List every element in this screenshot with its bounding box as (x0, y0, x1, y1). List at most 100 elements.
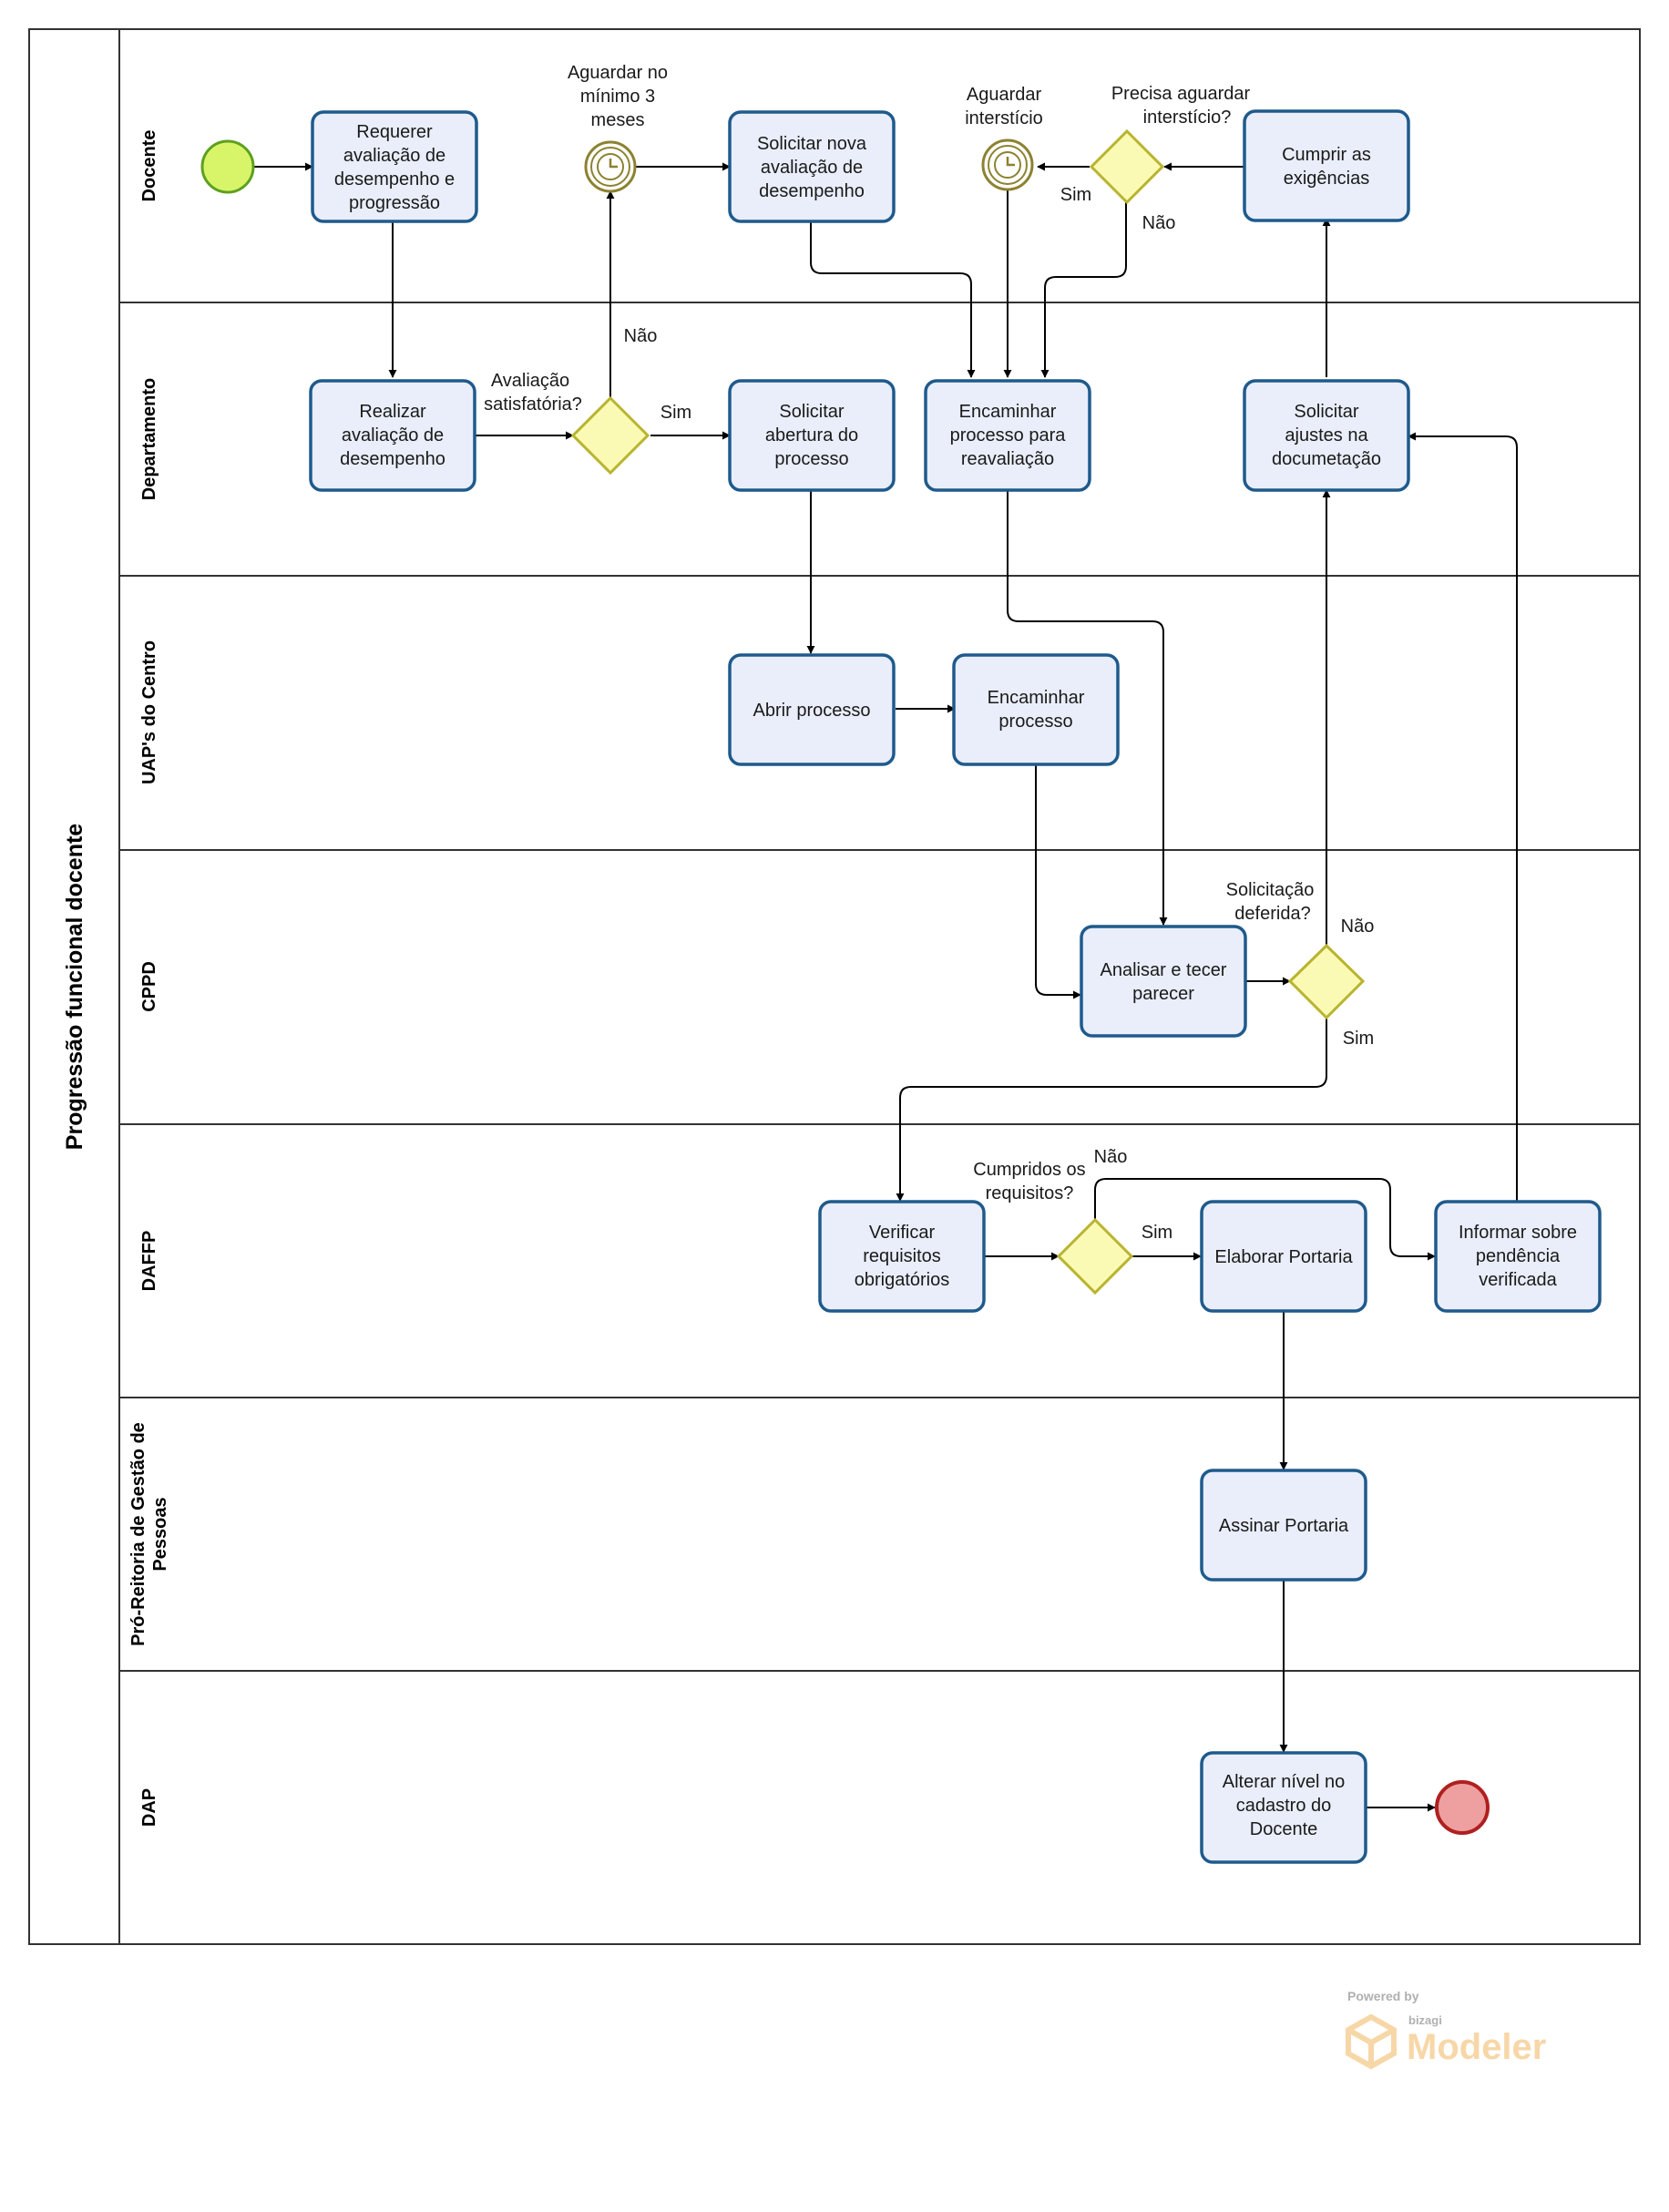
timer-event-3-meses[interactable] (584, 140, 637, 193)
task-label: processo para (950, 425, 1067, 445)
task-label: Docente (1250, 1819, 1318, 1839)
vendor-text: bizagi (1408, 2013, 1442, 2027)
bizagi-logo: Powered by bizagi Modeler (1346, 1989, 1546, 2070)
lane-title-dap: DAP (139, 1788, 159, 1827)
task-label: avaliação de (761, 158, 863, 178)
task-label: exigências (1284, 169, 1370, 189)
sequence-flows (253, 162, 1518, 1812)
event-label: mínimo 3 (580, 87, 655, 107)
product-text: Modeler (1407, 2027, 1546, 2067)
pool-title: Progressão funcional docente (62, 824, 87, 1151)
bizagi-cube-icon (1346, 2013, 1397, 2070)
task-label: verificada (1479, 1270, 1557, 1290)
end-event[interactable] (1435, 1780, 1490, 1835)
flow-label-nao: Não (1142, 213, 1176, 233)
flow-label-sim: Sim (1343, 1029, 1374, 1049)
task-label: abertura do (765, 425, 858, 445)
gateway-cumpridos[interactable] (1056, 1217, 1134, 1295)
task-label: Solicitar (779, 402, 844, 422)
task-label: obrigatórios (855, 1270, 950, 1290)
task-label: Encaminhar (988, 688, 1085, 708)
gateway-label: satisfatória? (484, 394, 582, 415)
task-label: Solicitar (1294, 402, 1358, 422)
gateway-intersticio-label: Precisa aguardar interstício? (1111, 84, 1251, 128)
task-alterar-nivel[interactable]: Alterar nível no cadastro do Docente (1200, 1751, 1367, 1864)
gateway-deferida[interactable] (1287, 943, 1366, 1020)
task-label: Assinar Portaria (1219, 1516, 1349, 1536)
task-label: Cumprir as (1282, 145, 1371, 165)
task-label: Abrir processo (753, 701, 871, 721)
task-cumprir[interactable]: Cumprir as exigências (1243, 109, 1410, 222)
task-label: Requerer (356, 122, 433, 142)
gateway-label: deferida? (1234, 904, 1310, 924)
lane-title-daffp: DAFFP (139, 1231, 159, 1292)
task-label: avaliação de (343, 146, 445, 166)
task-label: progressão (349, 193, 440, 213)
gateway-avaliacao-label: Avaliação satisfatória? (484, 371, 582, 415)
gateway-label: requisitos? (986, 1183, 1074, 1203)
task-label: desempenho (759, 181, 865, 201)
task-label: processo (774, 449, 848, 469)
clock-icon (597, 153, 624, 180)
task-label: parecer (1132, 984, 1194, 1004)
gateway-intersticio[interactable] (1089, 128, 1165, 205)
gateway-label: Cumpridos os (973, 1160, 1085, 1180)
flow-label-nao: Não (1341, 917, 1375, 937)
gateway-avaliacao[interactable] (570, 395, 650, 476)
flow-label-nao: Não (624, 326, 658, 346)
task-encaminhar-reavaliacao[interactable]: Encaminhar processo para reavaliação (924, 379, 1091, 492)
event-label: Aguardar (967, 85, 1042, 105)
gateway-label: Solicitação (1226, 880, 1315, 900)
task-label: pendência (1476, 1246, 1561, 1266)
task-label: Encaminhar (959, 402, 1057, 422)
gateway-deferida-label: Solicitação deferida? (1226, 880, 1315, 924)
pool (28, 28, 1641, 1945)
lane-title-uap: UAP's do Centro (139, 640, 159, 784)
timer-event-intersticio[interactable] (981, 138, 1034, 191)
flow-label-nao: Não (1094, 1147, 1128, 1167)
task-realizar[interactable]: Realizar avaliação de desempenho (309, 379, 476, 492)
task-solicitar-nova[interactable]: Solicitar nova avaliação de desempenho (728, 110, 896, 223)
task-label: Solicitar nova (757, 134, 867, 154)
task-label: Realizar (359, 402, 426, 422)
task-requerer[interactable]: Requerer avaliação de desempenho e progr… (311, 110, 478, 223)
task-label: desempenho (340, 449, 445, 469)
lane-title-docente: Docente (139, 130, 159, 202)
task-analisar[interactable]: Analisar e tecer parecer (1080, 925, 1247, 1038)
lane-title-cppd: CPPD (139, 961, 159, 1012)
task-assinar-portaria[interactable]: Assinar Portaria (1200, 1469, 1367, 1582)
start-event[interactable] (200, 139, 255, 194)
task-label: desempenho e (334, 169, 455, 189)
task-solicitar-abertura[interactable]: Solicitar abertura do processo (728, 379, 896, 492)
task-informar-pendencia[interactable]: Informar sobre pendência verificada (1434, 1200, 1602, 1313)
task-label: Informar sobre (1459, 1223, 1577, 1243)
flow-label-sim: Sim (1060, 185, 1091, 205)
task-solicitar-ajustes[interactable]: Solicitar ajustes na documetação (1243, 379, 1410, 492)
gateway-label: Avaliação (491, 371, 569, 391)
powered-by-text: Powered by (1347, 1989, 1419, 2003)
timer1-label: Aguardar no mínimo 3 meses (568, 63, 668, 130)
task-label: cadastro do (1236, 1796, 1332, 1816)
task-label: requisitos (863, 1246, 941, 1266)
event-label: interstício (965, 108, 1043, 128)
clock-icon (994, 151, 1021, 179)
gateway-label: Precisa aguardar (1111, 84, 1251, 104)
task-label: Analisar e tecer (1101, 960, 1227, 980)
task-verificar[interactable]: Verificar requisitos obrigatórios (818, 1200, 986, 1313)
task-label: Verificar (869, 1223, 936, 1243)
task-label: Elaborar Portaria (1214, 1247, 1353, 1267)
task-label: processo (998, 712, 1072, 732)
gateway-label: interstício? (1143, 108, 1232, 128)
timer2-label: Aguardar interstício (965, 85, 1043, 128)
task-label: ajustes na (1285, 425, 1368, 445)
lane-title-departamento: Departamento (139, 378, 159, 500)
task-label: Alterar nível no (1223, 1772, 1346, 1792)
task-label: reavaliação (961, 449, 1054, 469)
task-elaborar-portaria[interactable]: Elaborar Portaria (1200, 1200, 1367, 1313)
event-label: meses (591, 110, 645, 130)
lane-title-progep-line2: Pessoas (150, 1497, 170, 1571)
task-encaminhar-processo[interactable]: Encaminhar processo (952, 653, 1120, 766)
task-label: documetação (1272, 449, 1381, 469)
event-label: Aguardar no (568, 63, 668, 83)
task-abrir-processo[interactable]: Abrir processo (728, 653, 896, 766)
